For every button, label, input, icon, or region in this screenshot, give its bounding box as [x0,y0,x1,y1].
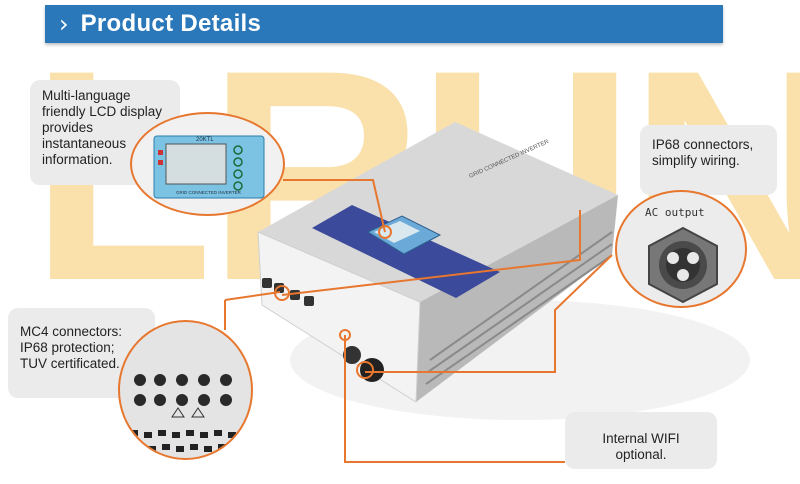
callout-mc4-text: MC4 connectors: IP68 protection; TUV cer… [20,324,123,371]
lcd-model-text: 20KTL [196,137,214,143]
callout-lcd-text: Multi-language friendly LCD display prov… [42,88,163,167]
callout-ip68-text: IP68 connectors, simplify wiring. [652,137,754,168]
zoom-lcd: 20KTL GRID CONNECTED INVERTER [130,112,285,216]
callout-wifi-text: Internal WIFI optional. [602,431,680,462]
section-header: › Product Details [45,5,723,43]
zoom-ac-output: AC output [615,190,747,308]
lcd-caption-text: GRID CONNECTED INVERTER [176,190,242,195]
ac-output-label: AC output [645,206,705,219]
callout-ip68: IP68 connectors, simplify wiring. [640,125,777,195]
zoom-mc4 [118,320,253,460]
section-title: Product Details [80,10,262,37]
chevron-right-icon: › [59,10,69,38]
callout-wifi: Internal WIFI optional. [565,412,717,469]
